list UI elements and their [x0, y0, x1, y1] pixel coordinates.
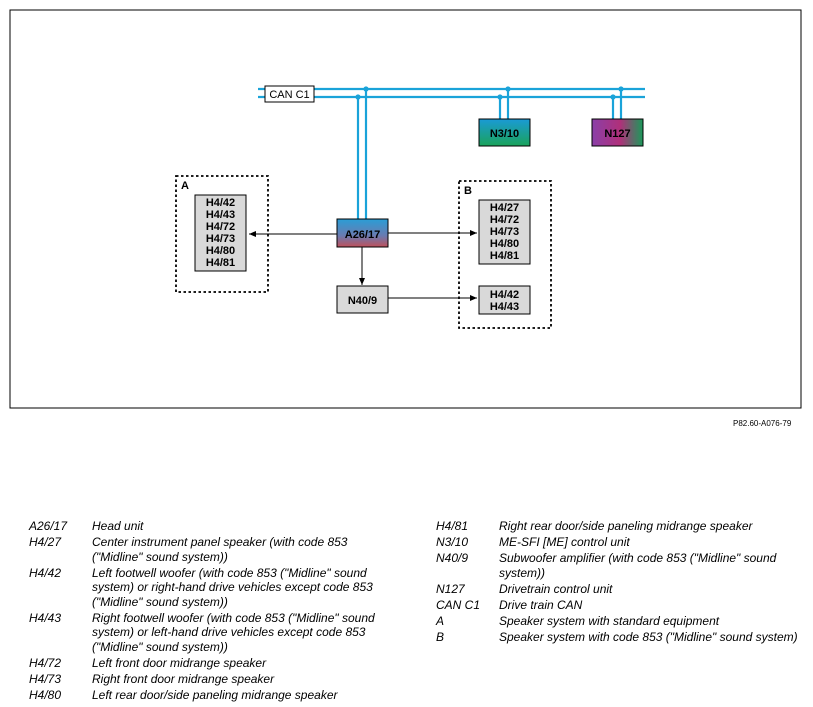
legend-code: CAN C1	[436, 597, 481, 612]
legend-desc: Speaker system with code 853 ("Midline" …	[499, 629, 798, 644]
signal-arrows	[249, 230, 477, 301]
legend-code: H4/80	[29, 687, 62, 702]
legend-item: H4/43 Right footwell woofer (with code 85…	[29, 611, 392, 655]
legend-code: A26/17	[29, 519, 68, 533]
can-c1-label-box	[264, 85, 315, 103]
legend-code: H4/42	[29, 565, 62, 580]
node-a26-17[interactable]: A26/17	[336, 218, 389, 248]
can-c1-label: CAN C1	[269, 89, 309, 101]
legend-item: N3/10 ME-SFI [ME] control unit	[436, 535, 813, 550]
group-b-speaker-box-bottom[interactable]	[478, 285, 531, 315]
group-a-label: A	[181, 180, 189, 192]
legend-item: A Speaker system with standard equipment	[436, 614, 813, 629]
group-b-speaker: H4/27	[490, 202, 519, 214]
group-b-speaker-box-top[interactable]	[478, 199, 531, 265]
legend-desc: Left front door midrange speaker	[92, 655, 267, 670]
group-a-speaker: H4/73	[206, 233, 235, 245]
legend-code: B	[436, 629, 445, 644]
wiring-diagram: CAN C1 N3/10 N127 A26/17 N40/9 A H4/42 H…	[9, 9, 802, 409]
legend-right: H4/81 Right rear door/side paneling midra…	[436, 519, 813, 646]
can-junctions	[355, 86, 624, 100]
legend-item: B Speaker system with code 853 ("Midline"…	[436, 630, 813, 645]
legend-left: A26/17 Head unit H4/27 Center instrument p…	[29, 519, 392, 704]
legend-item: N40/9 Subwoofer amplifier (with code 853 …	[436, 551, 813, 580]
legend-desc: Subwoofer amplifier (with code 853 ("Mid…	[499, 551, 777, 580]
legend-code: N40/9	[436, 551, 469, 565]
legend-code: A	[436, 613, 445, 628]
group-b-speaker: H4/73	[490, 226, 519, 238]
legend-code: N3/10	[436, 535, 469, 549]
legend-desc: ME-SFI [ME] control unit	[499, 535, 630, 549]
group-a-border	[175, 175, 269, 293]
group-b-speakers-top: H4/27 H4/72 H4/73 H4/80 H4/81	[490, 202, 519, 262]
diagram-frame	[9, 9, 802, 409]
node-n3-10[interactable]: N3/10	[478, 118, 531, 147]
group-a-speaker: H4/81	[206, 257, 235, 269]
legend-item: H4/81 Right rear door/side paneling midra…	[436, 519, 813, 534]
group-a-speakers: H4/42 H4/43 H4/72 H4/73 H4/80 H4/81	[206, 197, 235, 269]
group-a-speaker-box[interactable]	[194, 194, 247, 272]
node-n40-9[interactable]: N40/9	[336, 285, 389, 314]
legend-desc: Speaker system with standard equipment	[499, 613, 720, 628]
node-a26-17-label: A26/17	[345, 229, 380, 241]
node-n127[interactable]: N127	[591, 118, 644, 147]
group-a-speaker: H4/42	[206, 197, 235, 209]
group-b-border	[458, 180, 552, 329]
group-b-speakers-bottom: H4/42 H4/43	[490, 289, 519, 313]
legend-code: H4/72	[29, 655, 62, 670]
legend-desc: Drive train CAN	[499, 597, 583, 612]
group-a-speaker: H4/80	[206, 245, 235, 257]
group-b-speaker: H4/42	[490, 289, 519, 301]
group-b-speaker: H4/80	[490, 238, 519, 250]
group-b-speaker: H4/72	[490, 214, 519, 226]
legend-item: H4/42 Left footwell woofer (with code 853…	[29, 566, 392, 610]
node-n40-9-label: N40/9	[348, 295, 377, 307]
legend-item: H4/73 Right front door midrange speaker	[29, 672, 392, 687]
legend-desc: Left rear door/side paneling midrange sp…	[92, 687, 338, 702]
legend-code: H4/81	[436, 519, 469, 533]
group-b-label: B	[464, 185, 472, 197]
group-b-speaker: H4/81	[490, 250, 519, 262]
legend-item: CAN C1 Drive train CAN	[436, 598, 813, 613]
legend-desc: Right rear door/side paneling midrange s…	[499, 519, 753, 533]
group-a-speaker: H4/43	[206, 209, 235, 221]
legend-item: A26/17 Head unit	[29, 519, 392, 534]
legend-code: N127	[436, 581, 465, 596]
legend-desc: Head unit	[92, 519, 144, 533]
node-n3-10-label: N3/10	[490, 128, 519, 140]
legend-code: H4/73	[29, 671, 62, 686]
legend-desc: Center instrument panel speaker (with co…	[92, 535, 348, 564]
legend-item: H4/72 Left front door midrange speaker	[29, 656, 392, 671]
legend-code: H4/27	[29, 535, 62, 549]
group-a-speaker: H4/72	[206, 221, 235, 233]
legend-code: H4/43	[29, 610, 62, 625]
legend-item: H4/27 Center instrument panel speaker (wi…	[29, 535, 392, 564]
legend-desc: Left footwell woofer (with code 853 ("Mi…	[92, 565, 373, 609]
figure-reference: P82.60-A076-79	[733, 419, 792, 428]
node-n127-label: N127	[604, 128, 630, 140]
group-b-speaker: H4/43	[490, 301, 519, 313]
legend-item: H4/80 Left rear door/side paneling midran…	[29, 688, 392, 703]
can-bus	[258, 87, 645, 219]
legend-desc: Drivetrain control unit	[499, 581, 613, 596]
legend-item: N127 Drivetrain control unit	[436, 582, 813, 597]
legend-desc: Right footwell woofer (with code 853 ("M…	[92, 610, 375, 654]
legend-desc: Right front door midrange speaker	[92, 671, 275, 686]
